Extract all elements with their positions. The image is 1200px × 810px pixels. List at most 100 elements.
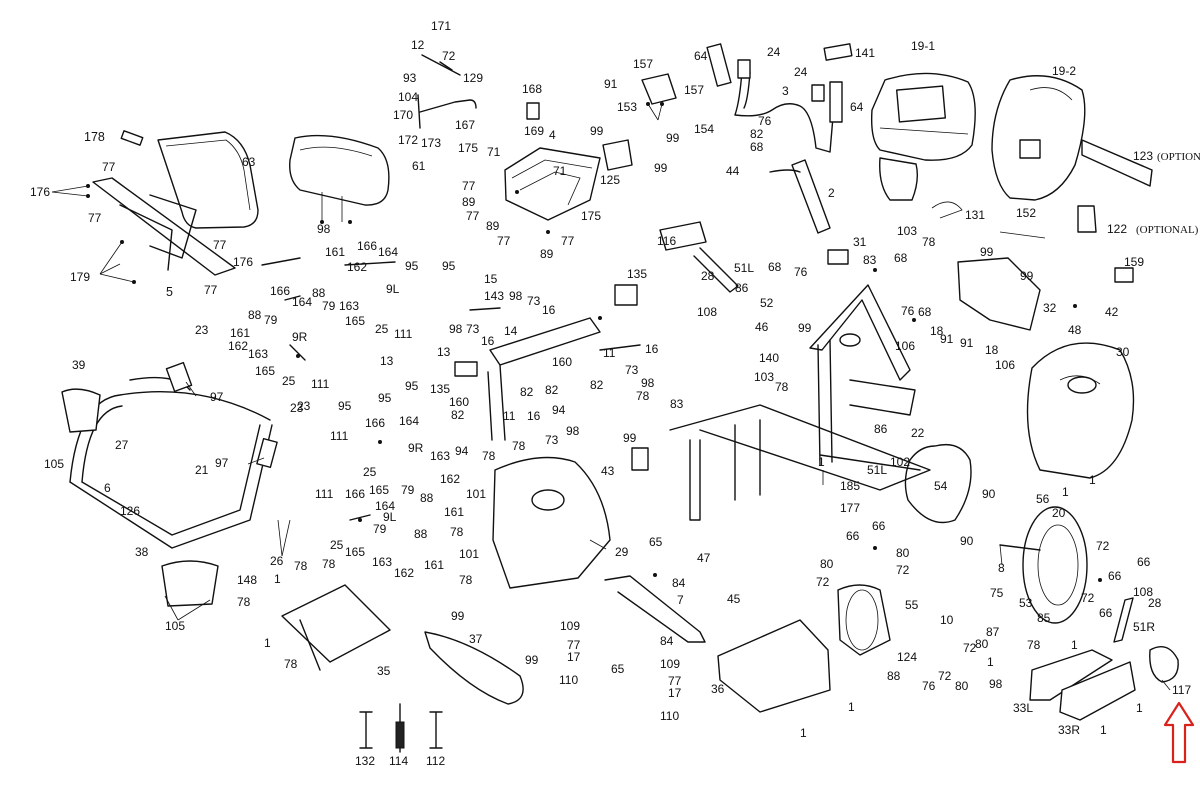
part-label: 68 bbox=[894, 251, 908, 265]
part-label: 88 bbox=[414, 527, 428, 541]
part-label: 78 bbox=[636, 389, 650, 403]
part-label: 23 bbox=[195, 323, 209, 337]
part-label: 77 bbox=[88, 211, 102, 225]
part-label: 94 bbox=[552, 403, 566, 417]
part-label: 91 bbox=[604, 77, 618, 91]
seat-carriage-drawing bbox=[504, 102, 601, 221]
part-label: 86 bbox=[874, 422, 888, 436]
part-label: 105 bbox=[165, 619, 185, 633]
part-label: 84 bbox=[660, 634, 674, 648]
part-label: 77 bbox=[567, 638, 581, 652]
part-label: 176 bbox=[30, 185, 50, 199]
part-label: 98 bbox=[509, 289, 523, 303]
part-label: 167 bbox=[455, 118, 475, 132]
bracket-153-drawing bbox=[641, 73, 677, 105]
part-label: 131 bbox=[965, 208, 985, 222]
part-label: 13 bbox=[380, 354, 394, 368]
part-label: 77 bbox=[466, 209, 480, 223]
up-arrow-icon bbox=[1163, 701, 1195, 764]
part-label: 3 bbox=[782, 84, 789, 98]
part-label: 73 bbox=[545, 433, 559, 447]
bracket-125-drawing bbox=[602, 139, 633, 171]
part-label: 61 bbox=[412, 159, 426, 173]
part-label: 17 bbox=[567, 650, 581, 664]
part-label: 140 bbox=[759, 351, 779, 365]
part-label: 164 bbox=[375, 499, 395, 513]
part-label: 26 bbox=[270, 554, 284, 568]
part-label: 42 bbox=[1105, 305, 1119, 319]
part-label: 179 bbox=[70, 270, 90, 284]
part-label: 6 bbox=[104, 481, 111, 495]
part-label: 46 bbox=[755, 320, 769, 334]
part-label: 79 bbox=[373, 522, 387, 536]
part-label: 37 bbox=[469, 632, 483, 646]
misc-hardware-drawing bbox=[120, 130, 1134, 521]
part-label: 17 bbox=[668, 686, 682, 700]
part-label: 1 bbox=[1062, 485, 1069, 499]
part-label: 72 bbox=[896, 563, 910, 577]
part-label: 56 bbox=[1036, 492, 1050, 506]
part-label: 78 bbox=[922, 235, 936, 249]
top-cover-drawing bbox=[957, 257, 1041, 331]
part-label: 135 bbox=[430, 382, 450, 396]
part-label: 161 bbox=[325, 245, 345, 259]
part-label: 77 bbox=[102, 160, 116, 174]
part-label: 1 bbox=[1136, 701, 1143, 715]
part-label: 14 bbox=[504, 324, 518, 338]
part-label: 68 bbox=[918, 305, 932, 319]
part-label: 88 bbox=[312, 286, 326, 300]
belt-drawing bbox=[904, 443, 972, 524]
tools-drawing bbox=[359, 703, 443, 753]
rear-shroud-drawing bbox=[1026, 342, 1135, 479]
crank-right-drawing bbox=[1113, 597, 1134, 643]
part-label: 169 bbox=[524, 124, 544, 138]
part-label: 99 bbox=[666, 131, 680, 145]
part-label: 1 bbox=[1089, 473, 1096, 487]
part-label: 95 bbox=[405, 379, 419, 393]
part-label: 78 bbox=[237, 595, 251, 609]
part-label: 76 bbox=[901, 304, 915, 318]
part-label: 76 bbox=[758, 114, 772, 128]
part-label: 24 bbox=[794, 65, 808, 79]
part-label: 99 bbox=[798, 321, 812, 335]
part-label: 171 bbox=[431, 19, 451, 33]
part-label: 73 bbox=[625, 363, 639, 377]
part-label: 64 bbox=[694, 49, 708, 63]
part-label: 95 bbox=[442, 259, 456, 273]
part-label: 103 bbox=[897, 224, 917, 238]
part-label: 98 bbox=[317, 222, 331, 236]
part-label: 87 bbox=[986, 625, 1000, 639]
part-label: 53 bbox=[1019, 596, 1033, 610]
part-label: 135 bbox=[627, 267, 647, 281]
part-label: 125 bbox=[600, 173, 620, 187]
part-label: 2 bbox=[828, 186, 835, 200]
part-label: 82 bbox=[520, 385, 534, 399]
main-frame-drawing bbox=[669, 284, 931, 521]
part-label: 110 bbox=[660, 709, 679, 723]
part-label: 78 bbox=[450, 525, 464, 539]
part-label: 161 bbox=[424, 558, 444, 572]
part-label: 94 bbox=[455, 444, 469, 458]
part-label: 99 bbox=[1020, 269, 1034, 283]
part-label: 80 bbox=[820, 557, 834, 571]
part-label: 72 bbox=[816, 575, 830, 589]
part-label: 143 bbox=[484, 289, 504, 303]
part-label: 8 bbox=[998, 561, 1005, 575]
part-label: 97 bbox=[210, 390, 224, 404]
part-label: 114 bbox=[389, 754, 408, 768]
part-label: 166 bbox=[357, 239, 377, 253]
part-label: 98 bbox=[641, 376, 655, 390]
part-label: 72 bbox=[1096, 539, 1110, 553]
part-label: 77 bbox=[497, 234, 511, 248]
part-label: 177 bbox=[840, 501, 860, 515]
part-label: 64 bbox=[850, 100, 864, 114]
part-label: 38 bbox=[135, 545, 149, 559]
part-label: 80 bbox=[896, 546, 910, 560]
part-label: 78 bbox=[459, 573, 473, 587]
part-label: 111 bbox=[311, 377, 330, 391]
part-label: 173 bbox=[421, 136, 441, 150]
part-label: 23 bbox=[290, 401, 304, 415]
crank-left-drawing bbox=[693, 247, 739, 293]
part-label: 126 bbox=[120, 504, 140, 518]
part-label: 157 bbox=[684, 83, 704, 97]
